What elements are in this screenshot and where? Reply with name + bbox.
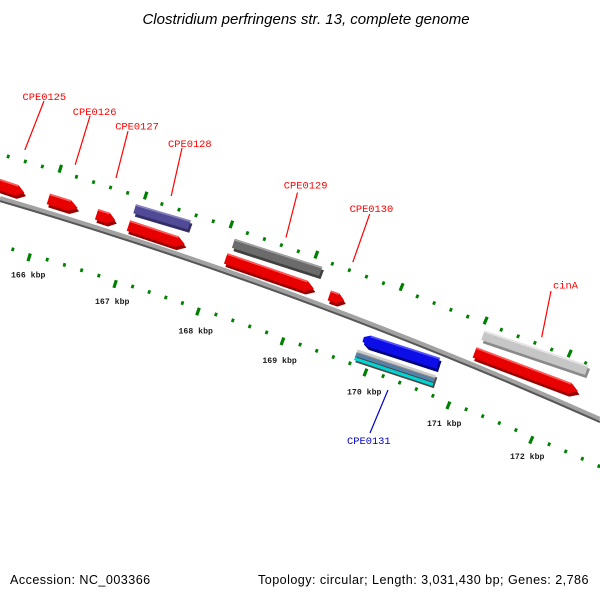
svg-text:Accession: NC_003366: Accession: NC_003366 (10, 573, 151, 587)
svg-text:166 kbp: 166 kbp (11, 270, 45, 280)
svg-text:168 kbp: 168 kbp (179, 327, 213, 337)
svg-text:cinA: cinA (553, 281, 579, 293)
svg-text:CPE0131: CPE0131 (347, 436, 391, 448)
svg-text:171 kbp: 171 kbp (427, 419, 461, 429)
svg-text:CPE0128: CPE0128 (168, 139, 212, 151)
svg-text:170 kbp: 170 kbp (347, 388, 381, 398)
svg-text:CPE0125: CPE0125 (23, 92, 67, 104)
svg-text:Clostridium perfringens str. 1: Clostridium perfringens str. 13, complet… (142, 11, 469, 28)
svg-text:CPE0130: CPE0130 (350, 204, 394, 216)
svg-text:CPE0127: CPE0127 (115, 122, 159, 134)
svg-text:169 kbp: 169 kbp (262, 356, 296, 366)
svg-text:167 kbp: 167 kbp (95, 297, 129, 307)
svg-text:172 kbp: 172 kbp (510, 452, 544, 462)
svg-text:CPE0126: CPE0126 (73, 107, 117, 119)
svg-text:Topology: circular; Length: 3,: Topology: circular; Length: 3,031,430 bp… (258, 573, 589, 587)
svg-text:CPE0129: CPE0129 (284, 180, 328, 192)
